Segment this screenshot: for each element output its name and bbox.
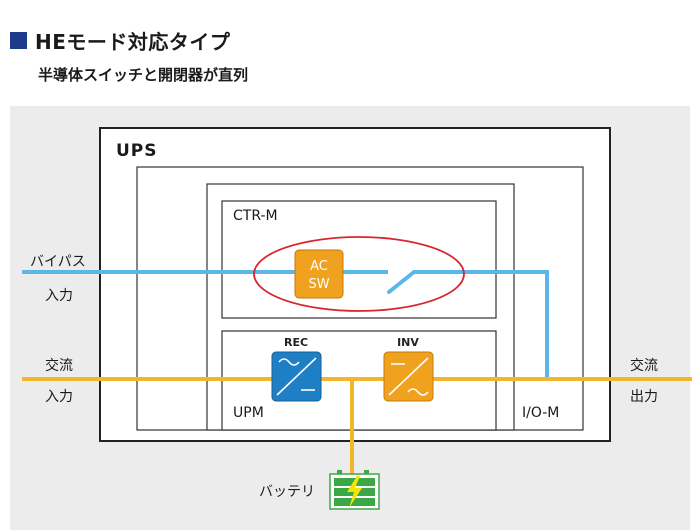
square-bullet-icon [10, 31, 27, 49]
bypass-input-label-2: 入力 [45, 288, 73, 304]
page-title: HEモード対応タイプ [35, 29, 231, 54]
inv-label: INV [397, 336, 419, 349]
switch-blade [387, 270, 416, 294]
bypass-input-label-1: バイパス [30, 254, 86, 270]
ctr-m-label: CTR-M [233, 208, 278, 224]
rec-symbol-icon [276, 357, 317, 396]
rec-label: REC [284, 336, 308, 349]
battery-label: バッテリ [259, 484, 315, 500]
upm-label: UPM [233, 405, 264, 421]
page-subtitle: 半導体スイッチと開閉器が直列 [38, 66, 249, 84]
io-m-label: I/O-M [522, 405, 560, 421]
ac-input-label-2: 入力 [45, 389, 73, 405]
ac-input-label-1: 交流 [45, 358, 73, 374]
ac-sw-text-2: SW [308, 277, 329, 292]
inv-symbol-icon [388, 357, 429, 396]
lightning-icon [347, 476, 362, 508]
highlight-ellipse [253, 236, 465, 312]
section-header: HEモード対応タイプ [10, 27, 231, 54]
ac-output-label-1: 交流 [630, 358, 658, 374]
bypass-output-line [414, 270, 549, 379]
ac-sw-text-1: AC [310, 259, 328, 274]
ups-label: UPS [116, 141, 158, 161]
battery-icon [329, 470, 380, 510]
ctr-m-box [221, 200, 497, 319]
ac-sw-box [294, 249, 344, 299]
ac-output-label-2: 出力 [630, 389, 658, 405]
